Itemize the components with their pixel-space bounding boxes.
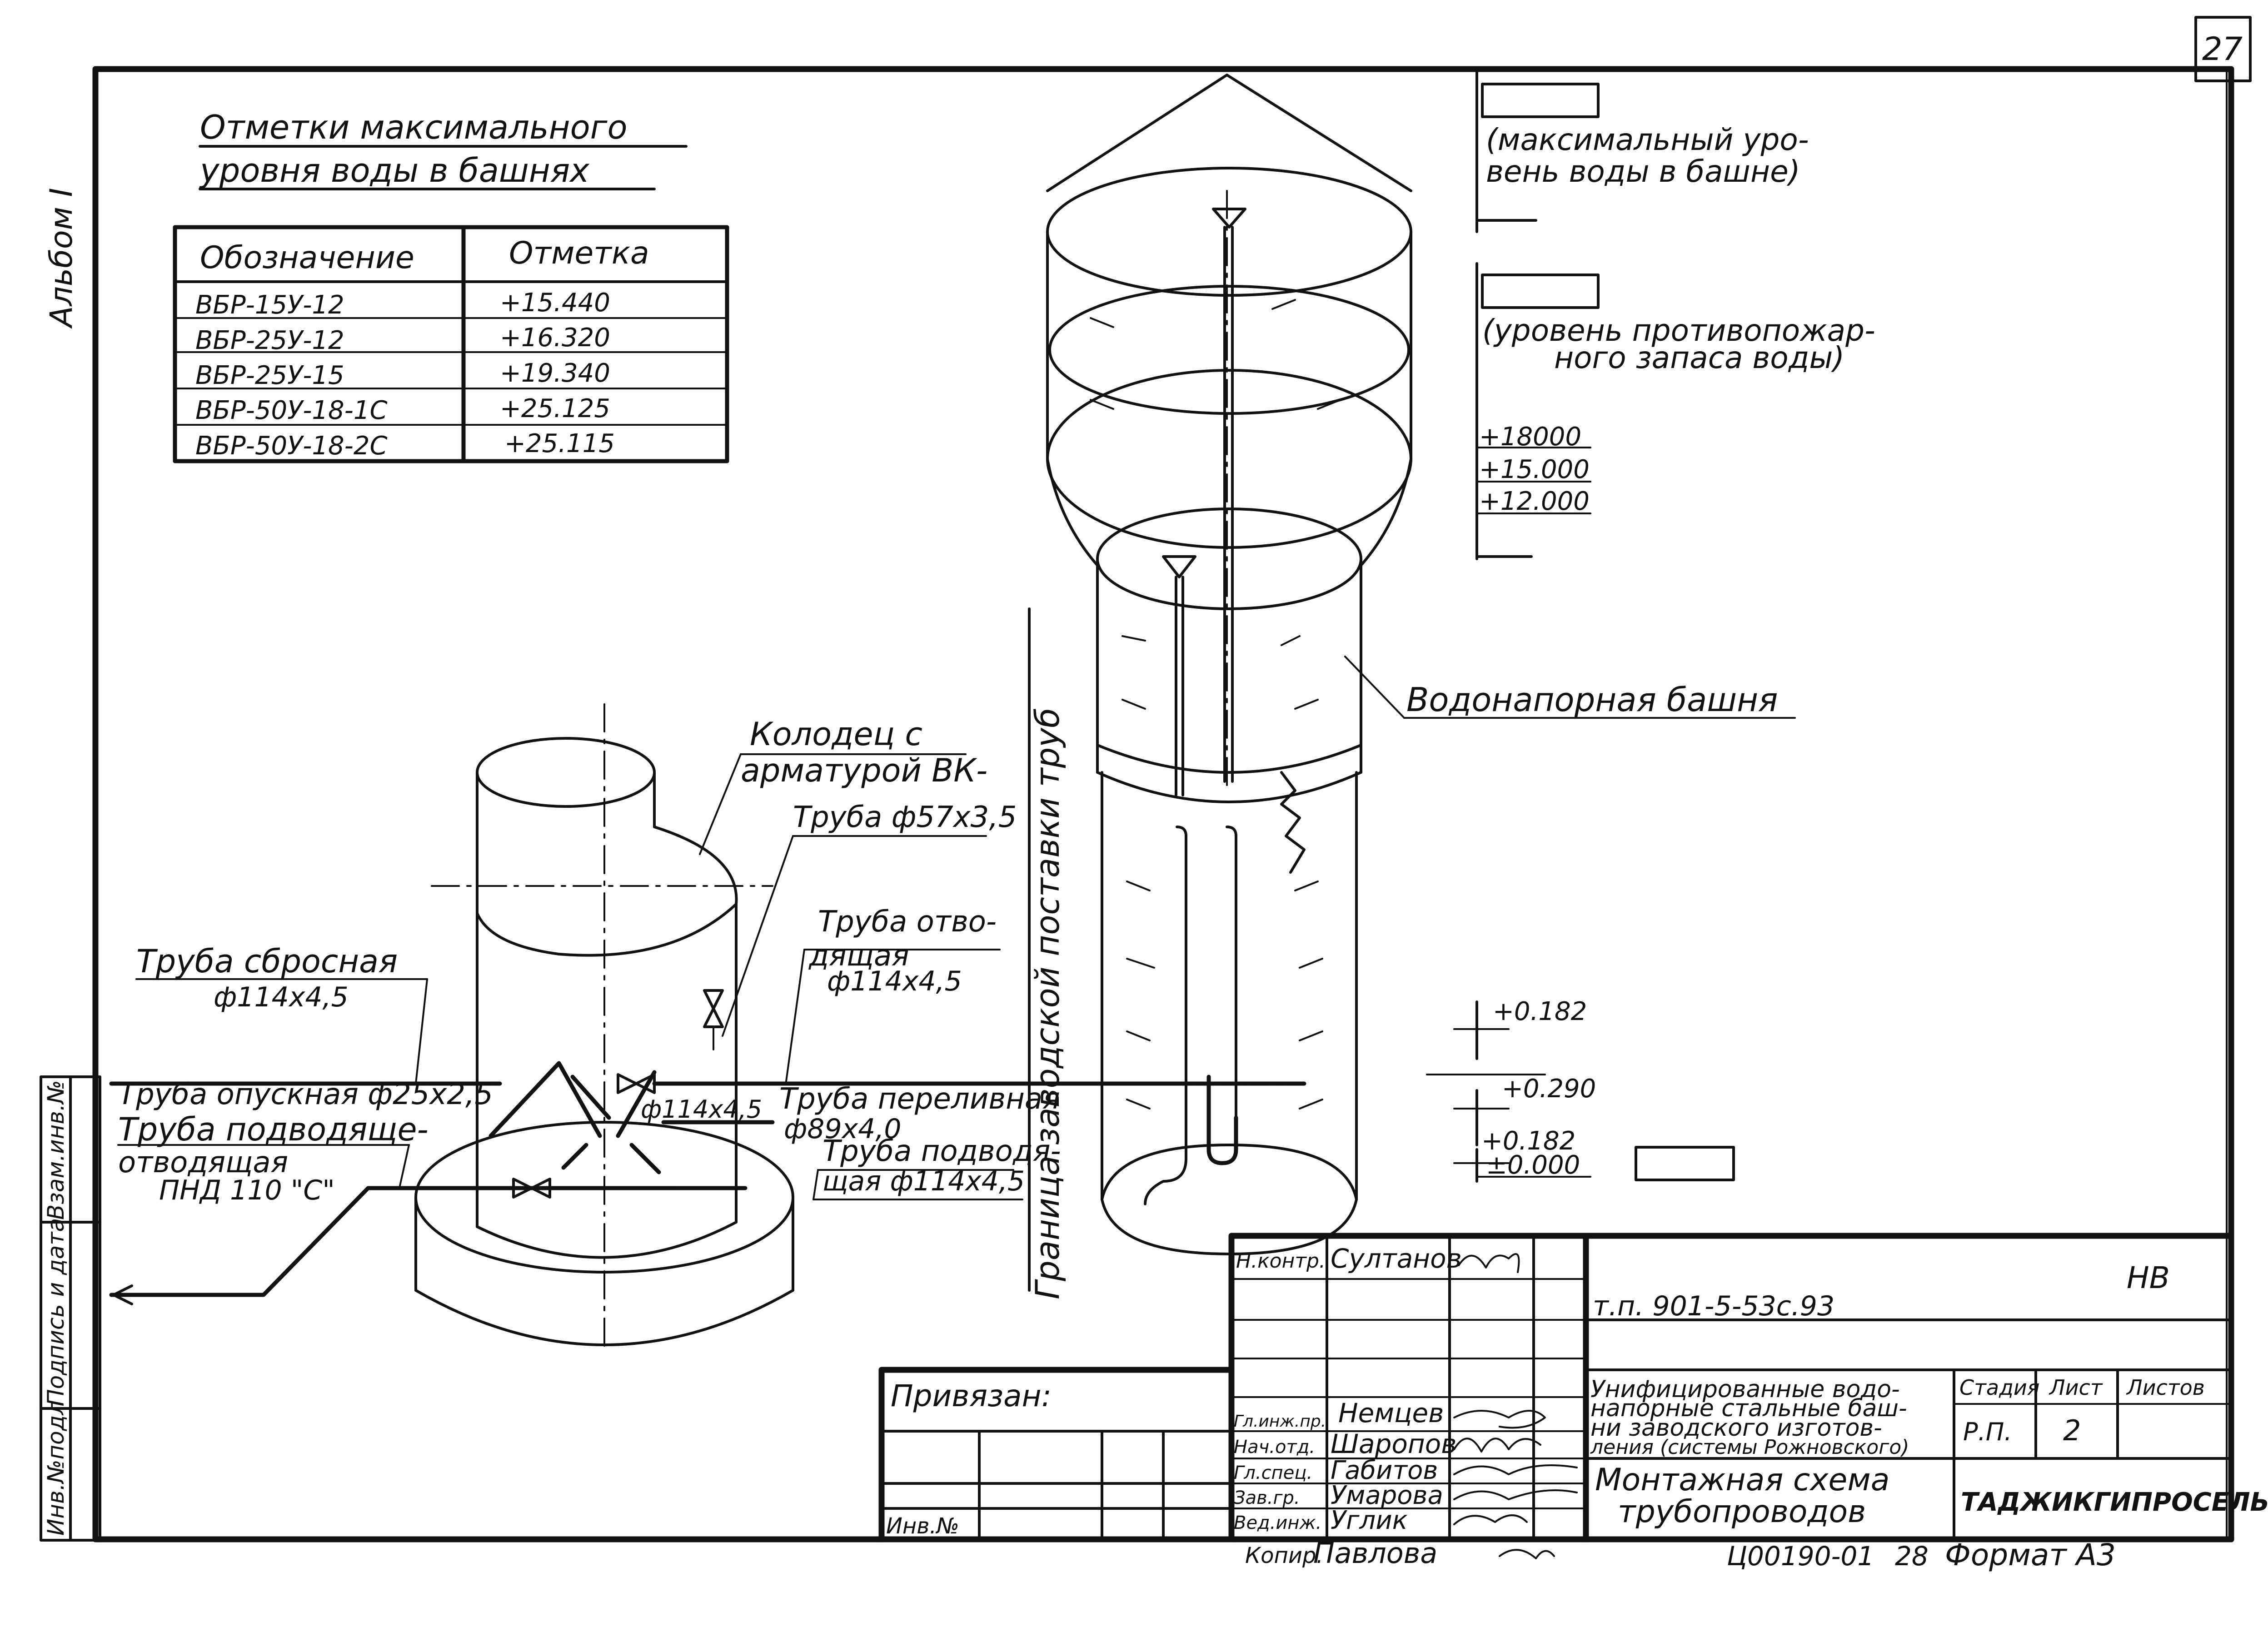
pipe-branch-label-line3: ф114х4,5	[827, 965, 962, 997]
title-block-roles: Н.контр. Султанов Гл.инж.пр. Немцев Нач.…	[1234, 1243, 1462, 1535]
marks-table-mark: +16.320	[500, 323, 610, 353]
stage-header: Стадия	[1959, 1375, 2039, 1400]
elevation-markers	[1426, 67, 1735, 1183]
role-label: Зав.гр.	[1234, 1488, 1300, 1508]
sheets-header: Листов	[2126, 1375, 2205, 1400]
valve-well-drawing	[414, 703, 794, 1350]
pipe-inlet-label-line1: Труба подводя-	[822, 1134, 1061, 1168]
pipe-drain-label: Труба опускная ф25х2,5	[118, 1078, 493, 1111]
marks-table-col-designation: Обозначение	[200, 240, 414, 276]
project-title-line: напорные стальные баш-	[1590, 1395, 1907, 1422]
pipe-114-label: ф114х4,5	[641, 1095, 762, 1124]
doc-code: т.п. 901-5-53с.93	[1593, 1290, 1834, 1322]
marks-table-designation: ВБР-25У-15	[195, 361, 344, 390]
role-name: Углик	[1331, 1506, 1408, 1535]
tower-interior-marks	[1090, 299, 1341, 1110]
factory-boundary-label: Граница заводской поставки труб	[1028, 708, 1067, 1299]
well-label-line2: арматурой ВК-	[741, 752, 987, 789]
pipe-branch-label-line1: Труба отво-	[818, 905, 997, 939]
inv-label: Инв.№	[886, 1513, 959, 1539]
pipe-57-label: Труба ф57х3,5	[793, 801, 1017, 834]
elevation-0000: ±0.000	[1486, 1150, 1580, 1180]
marks-table-designation: ВБР-15У-12	[195, 290, 344, 320]
max-level-note-line1: (максимальный уро-	[1486, 122, 1809, 157]
fire-reserve-note-line1: (уровень противопожар-	[1482, 313, 1875, 348]
elevation-0182: +0.182	[1481, 1126, 1575, 1156]
marks-table-designation: ВБР-25У-12	[195, 326, 344, 355]
sheet-frame	[92, 16, 2252, 1542]
marks-table-mark: +25.125	[500, 394, 610, 423]
role-label: Нач.отд.	[1234, 1437, 1315, 1458]
copied-label: Копир.	[1245, 1543, 1323, 1568]
marks-table-designation: ВБР-50У-18-1С	[195, 396, 388, 425]
pipe-overflow-label-line2: ф89х4,0	[784, 1113, 902, 1145]
marks-table-title-line2: уровня воды в башнях	[199, 151, 590, 189]
marks-table-mark: +25.115	[504, 429, 615, 458]
signatures	[1453, 1253, 1578, 1559]
marks-table-mark: +15.440	[500, 288, 610, 318]
role-label: Вед.инж.	[1234, 1513, 1321, 1533]
role-name: Немцев	[1338, 1398, 1444, 1428]
marks-table-col-mark: Отметка	[509, 235, 649, 271]
pipe-supply-label-line1: Труба подводяще-	[118, 1111, 429, 1148]
marks-table-title-line1: Отметки максимального	[200, 108, 628, 146]
sheet-value: 2	[2063, 1414, 2081, 1447]
sheet-header: Лист	[2049, 1375, 2103, 1400]
stage-value: Р.П.	[1963, 1418, 2012, 1446]
role-name: Султанов	[1331, 1243, 1462, 1274]
pipe-supply-label-line3: ПНД 110 "С"	[159, 1174, 335, 1206]
order-number: Ц00190-01	[1727, 1541, 1874, 1572]
pipe-overflow-label-line1: Труба переливная	[779, 1082, 1060, 1116]
role-name: Умарова	[1331, 1481, 1443, 1510]
elevation-0182-top: +0.182	[1493, 997, 1587, 1026]
fire-reserve-note-line2: ного запаса воды)	[1554, 340, 1844, 375]
project-title-line: ления (системы Рожновского)	[1590, 1436, 1909, 1459]
elevation-12000: +12.000	[1479, 487, 1590, 516]
project-title-line: Унифицированные водо-	[1590, 1376, 1900, 1403]
water-tower-drawing	[1046, 74, 1412, 1255]
side-stamp-sign-date: Подпись и дата	[43, 1218, 69, 1406]
copied-name: Павлова	[1313, 1537, 1437, 1570]
role-label: Гл.инж.пр.	[1234, 1412, 1326, 1431]
pipe-discharge-label-line2: ф114х4,5	[214, 981, 349, 1013]
doc-code-suffix: НВ	[2127, 1260, 2170, 1295]
well-label-line1: Колодец с	[750, 716, 922, 753]
pipe-discharge-label-line1: Труба сбросная	[136, 943, 398, 980]
page-number: 27	[2202, 30, 2243, 68]
sheet-title-line2: трубопроводов	[1618, 1494, 1866, 1530]
water-tower-label: Водонапорная башня	[1406, 681, 1778, 719]
role-label: Гл.спец.	[1234, 1463, 1312, 1483]
bottom-number: 28	[1895, 1541, 1929, 1572]
sheet-title-line1: Монтажная схема	[1595, 1462, 1889, 1498]
pipe-branch-label-line2: дящая	[808, 939, 909, 973]
pipelines	[109, 1081, 1306, 1305]
role-name: Габитов	[1331, 1456, 1438, 1485]
side-stamp	[40, 1075, 101, 1542]
title-block-grid	[878, 1233, 2234, 1542]
marks-table-rows: ВБР-15У-12 +15.440 ВБР-25У-12 +16.320 ВБ…	[195, 288, 615, 461]
album-label: Альбом I	[44, 188, 80, 329]
side-stamp-replace-inv: Взам.инв.№	[43, 1080, 69, 1220]
role-name: Шаропов	[1331, 1428, 1456, 1459]
marks-table-mark: +19.340	[500, 358, 610, 388]
side-stamp-inv-orig: Инв.№подл	[43, 1401, 69, 1536]
role-label: Н.контр.	[1236, 1249, 1326, 1273]
marks-table-grid	[173, 225, 729, 463]
elevation-0290: +0.290	[1502, 1074, 1596, 1104]
elevation-15000: +15.000	[1479, 455, 1590, 484]
project-title-line: ни заводского изготов-	[1590, 1414, 1882, 1442]
organization-name: ТАДЖИКГИПРОСЕЛЬСТРОЙ	[1961, 1487, 2268, 1517]
marks-table-designation: ВБР-50У-18-2С	[195, 431, 388, 461]
elevation-18000: +18000	[1479, 422, 1581, 452]
max-level-note-line2: вень воды в башне)	[1486, 154, 1800, 189]
bound-label: Привязан:	[891, 1378, 1052, 1413]
format-label: Формат А3	[1945, 1537, 2116, 1572]
pipe-supply-label-line2: отводящая	[118, 1146, 288, 1179]
